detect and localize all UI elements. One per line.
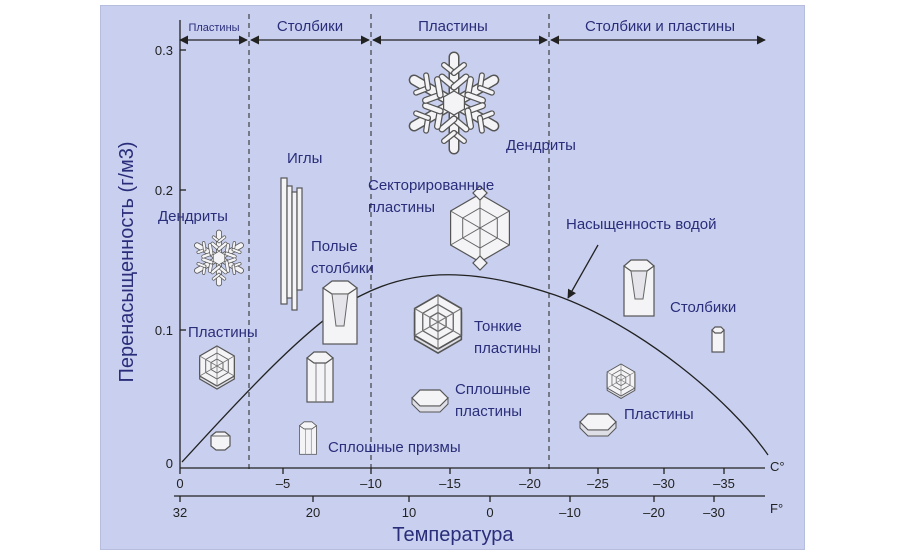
label-thin-plates-1: Тонкие xyxy=(474,318,522,335)
fahrenheit-unit: F° xyxy=(770,501,783,516)
label-sectored-plates-1: Секторированные xyxy=(368,177,494,194)
label-solid-plates-1: Сплошные xyxy=(455,381,531,398)
c-tick-0: 0 xyxy=(176,476,183,491)
label-needles: Иглы xyxy=(287,150,322,167)
f-tick-m30: –30 xyxy=(703,505,725,520)
y-tick-0-1: 0.1 xyxy=(155,323,173,338)
label-dendrites-top: Дендриты xyxy=(506,137,576,154)
region-label-columns: Столбики xyxy=(277,18,343,35)
hex-plate-right-icon xyxy=(606,363,636,399)
water-saturation-pointer xyxy=(567,244,599,299)
dendrite-small-icon xyxy=(194,233,244,284)
c-tick-5: –5 xyxy=(276,476,290,491)
y-axis-label: Перенасыщенность (г/м3) xyxy=(116,141,138,382)
solid-prism-icon xyxy=(299,421,317,455)
y-tick-0-2: 0.2 xyxy=(155,183,173,198)
f-tick-32: 32 xyxy=(173,505,187,520)
f-tick-m10: –10 xyxy=(559,505,581,520)
label-water-saturation: Насыщенность водой xyxy=(566,216,717,233)
thin-plate-icon xyxy=(413,294,463,354)
label-solid-prisms: Сплошные призмы xyxy=(328,439,461,456)
column-right-icon xyxy=(623,259,655,317)
needles-icon xyxy=(280,177,303,311)
hex-plate-left-icon xyxy=(199,345,235,390)
label-solid-plates-2: пластины xyxy=(455,403,522,420)
y-tick-0-3: 0.3 xyxy=(155,43,173,58)
c-tick-30: –30 xyxy=(653,476,675,491)
label-hollow-columns-2: столбики xyxy=(311,260,374,277)
axes xyxy=(174,20,765,497)
c-tick-35: –35 xyxy=(713,476,735,491)
region-label-plates-2: Пластины xyxy=(418,18,488,35)
label-sectored-plates-2: пластины xyxy=(368,199,435,216)
dendrite-large-icon xyxy=(408,57,500,149)
region-label-columns-and-plates: Столбики и пластины xyxy=(585,18,735,35)
fahrenheit-tick-marks xyxy=(179,496,715,502)
c-tick-15: –15 xyxy=(439,476,461,491)
x-axis-label: Температура xyxy=(392,524,514,546)
celsius-tick-marks xyxy=(179,468,725,474)
sectored-plate-icon xyxy=(450,185,510,271)
c-tick-25: –25 xyxy=(587,476,609,491)
region-label-plates-1: Пластины xyxy=(188,22,239,34)
label-plates-left: Пластины xyxy=(188,324,258,341)
celsius-unit: C° xyxy=(770,459,785,474)
label-dendrites-left: Дендриты xyxy=(158,208,228,225)
water-saturation-curve xyxy=(181,274,769,463)
small-prism-icon xyxy=(210,431,231,451)
c-tick-10: –10 xyxy=(360,476,382,491)
hollow-column-icon xyxy=(321,280,359,345)
y-tick-0: 0 xyxy=(166,456,173,471)
f-tick-10: 10 xyxy=(402,505,416,520)
f-tick-m20: –20 xyxy=(643,505,665,520)
f-tick-0: 0 xyxy=(486,505,493,520)
label-hollow-columns-1: Полые xyxy=(311,238,358,255)
solid-plate-right-icon xyxy=(579,413,617,437)
label-columns-right: Столбики xyxy=(670,299,736,316)
label-plates-right: Пластины xyxy=(624,406,694,423)
small-column-right-icon xyxy=(711,326,725,353)
label-thin-plates-2: пластины xyxy=(474,340,541,357)
solid-plate-icon xyxy=(411,389,449,413)
region-dividers xyxy=(248,14,550,470)
c-tick-20: –20 xyxy=(519,476,541,491)
solid-column-icon xyxy=(306,351,334,403)
f-tick-20: 20 xyxy=(306,505,320,520)
